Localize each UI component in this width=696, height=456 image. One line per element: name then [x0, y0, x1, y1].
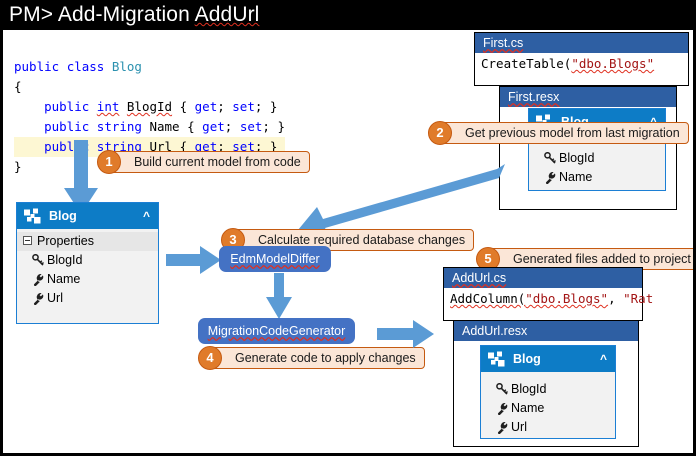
collapse-toggle-icon[interactable]	[23, 236, 32, 245]
member-row[interactable]: BlogId	[17, 251, 158, 270]
callout-1-text: Build current model from code	[134, 155, 301, 169]
callout-1: 1 Build current model from code	[97, 150, 310, 174]
member-label: Url	[47, 291, 63, 305]
component-migration-code-generator[interactable]: MigrationCodeGenerator	[198, 318, 355, 344]
callout-5: 5 Generated files added to project	[476, 247, 693, 271]
file-header-first-cs[interactable]: First.cs	[475, 33, 688, 53]
member-label: BlogId	[559, 151, 595, 165]
file-code-addurl-cs: AddColumn("dbo.Blogs", "Rat	[450, 291, 654, 306]
current-model-body: Properties BlogId Name	[17, 229, 158, 312]
callout-4-number: 4	[198, 346, 222, 370]
property-icon	[33, 293, 44, 305]
file-header-addurl-cs[interactable]: AddUrl.cs	[444, 268, 642, 288]
property-icon	[497, 422, 508, 434]
properties-group-label: Properties	[37, 234, 94, 248]
callout-3-text: Calculate required database changes	[258, 233, 466, 247]
arrow-generator-to-files	[377, 320, 434, 348]
file-name-label: AddUrl.resx	[462, 324, 528, 338]
arrow-differ-to-generator	[266, 273, 292, 319]
member-label: Name	[559, 170, 593, 184]
class-icon	[24, 208, 41, 224]
callout-4-text: Generate code to apply changes	[235, 351, 416, 365]
callout-4: 4 Generate code to apply changes	[198, 346, 425, 370]
properties-group-row[interactable]: Properties	[17, 232, 158, 251]
component-label: EdmModelDiffer	[230, 252, 320, 266]
member-row[interactable]: Url	[17, 289, 158, 308]
member-row[interactable]: BlogId	[481, 380, 615, 399]
generated-model-header[interactable]: Blog ^	[481, 346, 615, 372]
code-line: public int BlogId { get; set; }	[44, 99, 278, 114]
callout-2-number: 2	[428, 121, 452, 145]
callout-2-text: Get previous model from last migration	[465, 126, 680, 140]
code-line: public string Name { get; set; }	[44, 119, 285, 134]
callout-3: 3 Calculate required database changes	[221, 228, 475, 252]
member-label: Name	[511, 401, 545, 415]
migration-name-text: AddUrl	[194, 3, 260, 26]
class-icon	[488, 351, 505, 367]
property-icon	[497, 403, 508, 415]
component-edm-model-differ[interactable]: EdmModelDiffer	[219, 246, 331, 272]
file-name-label: AddUrl.cs	[452, 271, 507, 285]
member-label: BlogId	[47, 253, 83, 267]
current-model-panel[interactable]: Blog ^ Properties BlogId	[16, 202, 159, 324]
diagram-canvas: public class Blog { public int BlogId { g…	[3, 30, 693, 453]
arrow-previous-model-to-differ	[293, 164, 505, 240]
file-name-label: First.resx	[508, 90, 560, 104]
arrow-model-to-differ	[166, 246, 221, 274]
console-prompt-text: PM> Add-Migration	[9, 3, 195, 26]
file-name-label: First.cs	[483, 36, 524, 50]
key-property-icon	[496, 383, 508, 395]
file-header-addurl-resx[interactable]: AddUrl.resx	[454, 321, 638, 341]
member-row[interactable]: Name	[529, 168, 665, 187]
member-label: Name	[47, 272, 81, 286]
file-panel-addurl-cs[interactable]: AddUrl.cs AddColumn("dbo.Blogs", "Rat	[443, 267, 654, 321]
code-line: }	[14, 159, 22, 174]
chevron-up-icon[interactable]: ^	[142, 209, 150, 223]
callout-5-text: Generated files added to project	[513, 252, 691, 266]
previous-model-panel[interactable]: Blog ^ BlogId Name	[528, 108, 666, 191]
member-row[interactable]: Name	[481, 399, 615, 418]
file-header-first-resx[interactable]: First.resx	[500, 87, 676, 107]
chevron-up-icon[interactable]: ^	[599, 352, 607, 366]
component-label: MigrationCodeGenerator	[207, 324, 346, 338]
member-label: Url	[511, 420, 527, 434]
code-line: public class Blog	[14, 59, 142, 74]
property-icon	[545, 172, 556, 184]
key-property-icon	[544, 152, 556, 164]
previous-model-body: BlogId Name	[529, 135, 665, 191]
member-label: BlogId	[511, 382, 547, 396]
generated-model-title: Blog	[513, 352, 541, 366]
file-code-first-cs: CreateTable("dbo.Blogs"	[481, 56, 655, 71]
arrow-code-to-model	[64, 140, 98, 214]
current-model-title: Blog	[49, 209, 77, 223]
member-row[interactable]: BlogId	[529, 149, 665, 168]
file-panel-first-cs[interactable]: First.cs CreateTable("dbo.Blogs"	[474, 32, 689, 86]
key-property-icon	[32, 254, 44, 266]
current-model-header[interactable]: Blog ^	[17, 203, 158, 229]
package-manager-console-title: PM> Add-Migration AddUrl	[0, 0, 696, 30]
code-line: {	[14, 79, 22, 94]
generated-model-body: BlogId Name Url	[481, 372, 615, 441]
generated-model-panel[interactable]: Blog ^ BlogId Name	[480, 345, 616, 439]
member-row[interactable]: Url	[481, 418, 615, 437]
member-row[interactable]: Name	[17, 270, 158, 289]
property-icon	[33, 274, 44, 286]
callout-1-number: 1	[97, 150, 121, 174]
callout-2: 2 Get previous model from last migration	[428, 121, 689, 145]
